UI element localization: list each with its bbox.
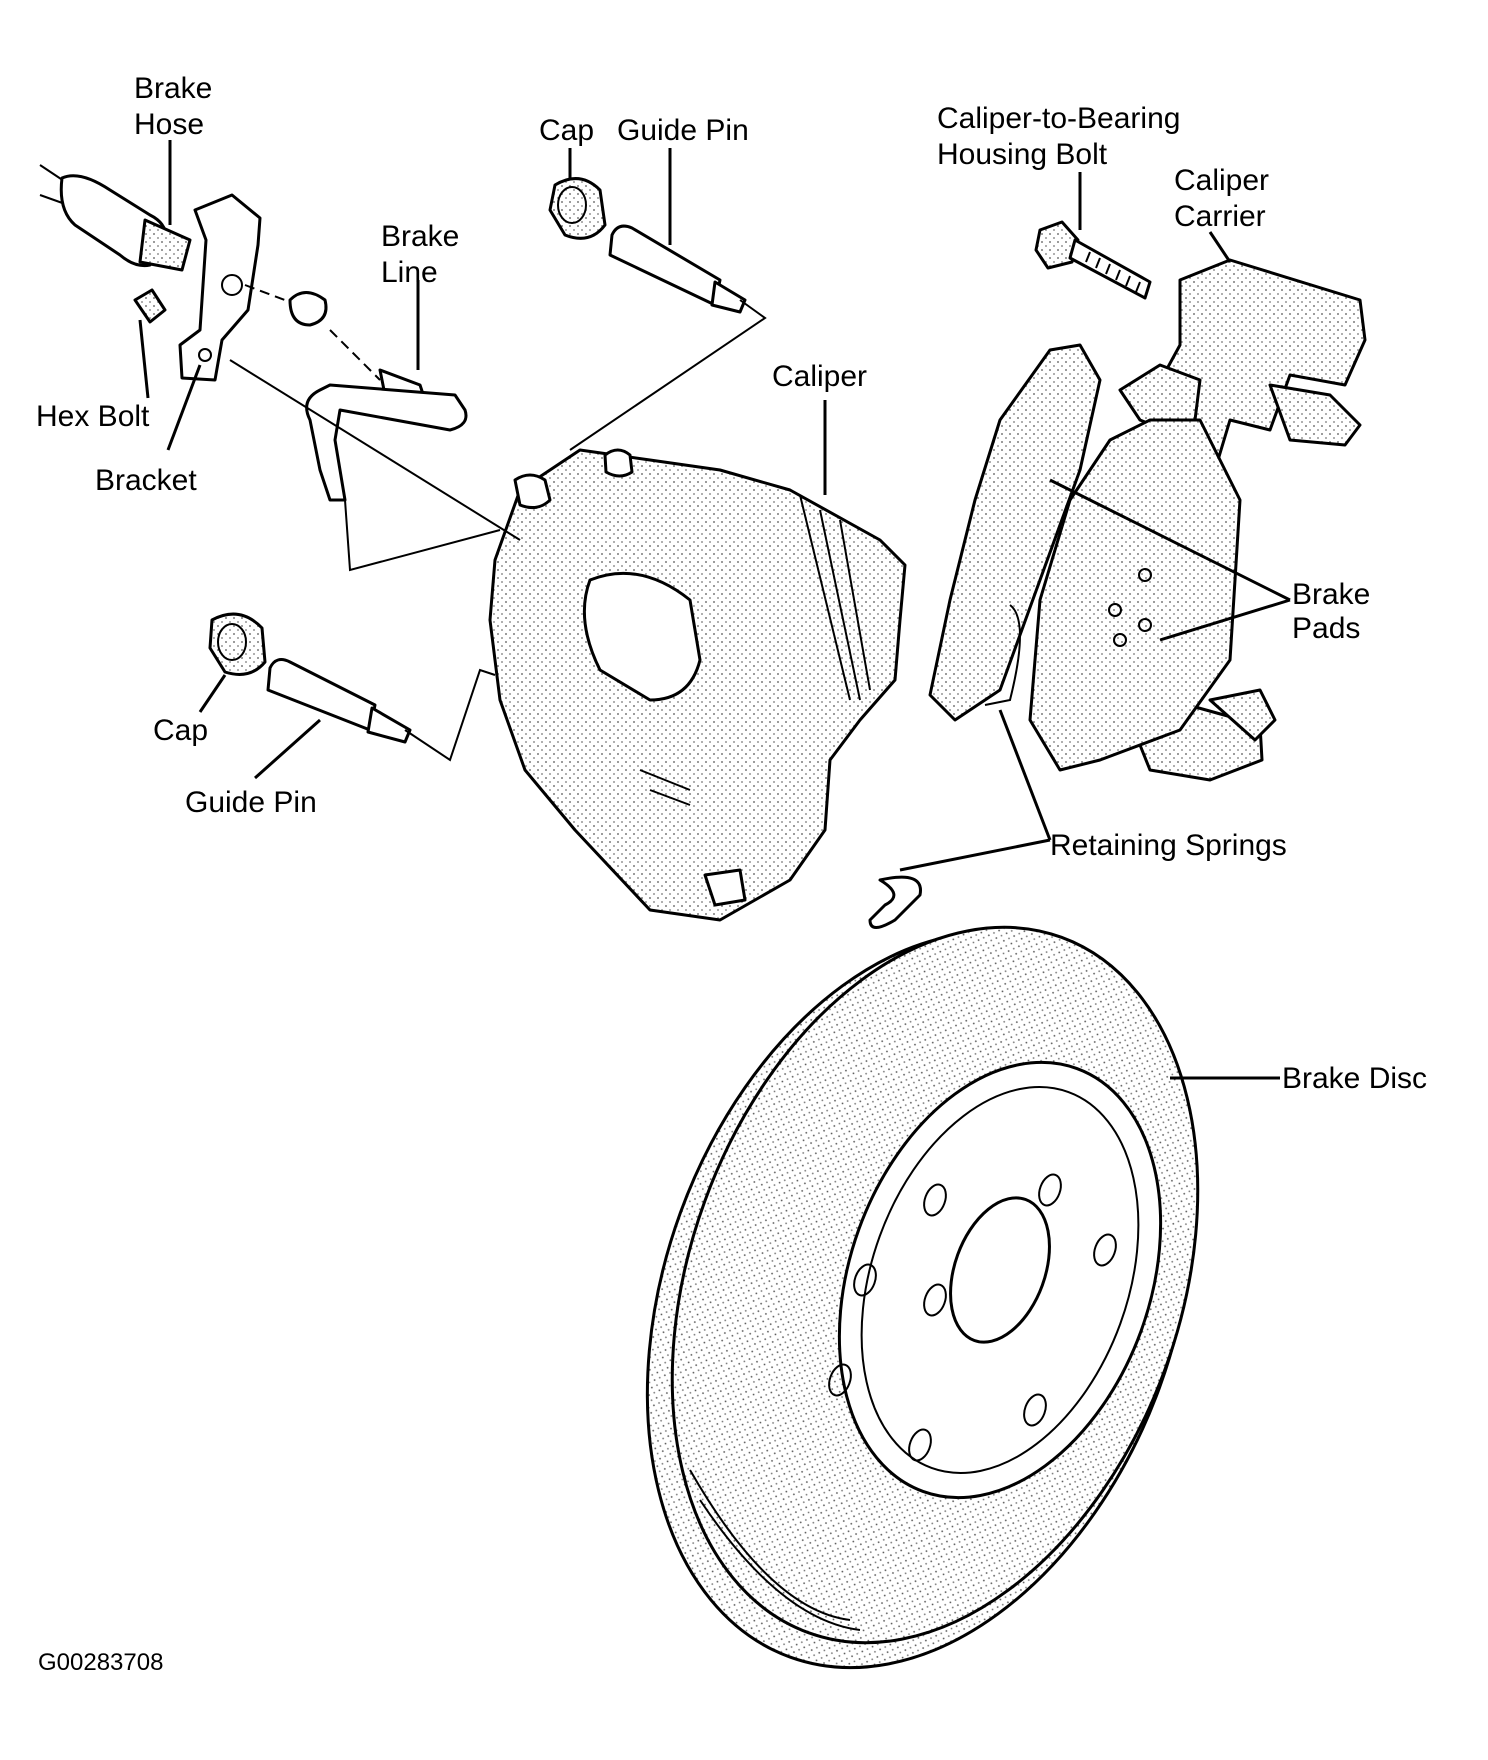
label-caliper: Caliper [772,360,867,393]
label-guide-pin-bottom: Guide Pin [185,786,317,819]
retaining-spring-part [868,875,922,929]
label-brake-hose-line1: Brake [134,72,212,105]
guide-pin-top-part [608,224,747,314]
brake-line-part [244,284,468,502]
labels: Brake Hose Cap Guide Pin Caliper-to-Bear… [36,72,1427,1676]
label-bracket: Bracket [95,464,197,497]
label-retaining-springs: Retaining Springs [1050,829,1287,862]
label-hex-bolt: Hex Bolt [36,400,150,433]
guide-pin-bottom-part [266,658,412,744]
cap-top-part [548,177,607,240]
leader-lines [138,140,1291,1080]
label-guide-pin-top: Guide Pin [617,114,749,147]
label-brake-pads-line2: Pads [1292,612,1360,645]
label-caliper-bolt-line1: Caliper-to-Bearing [937,102,1180,135]
label-brake-line-line1: Brake [381,220,459,253]
caliper-part [488,448,907,922]
brake-pads-part [928,343,1242,772]
figure-code: G00283708 [38,1649,163,1676]
label-brake-line-line2: Line [381,256,438,289]
caliper-bolt-part [1034,220,1152,300]
label-cap-bottom: Cap [153,714,208,747]
brake-hose-part [39,164,192,272]
label-cap-top: Cap [539,114,594,147]
cap-bottom-part [208,612,267,676]
label-brake-disc: Brake Disc [1282,1062,1427,1095]
label-caliper-carrier-line1: Caliper [1174,164,1269,197]
label-brake-pads-line1: Brake [1292,578,1370,611]
brake-disc-part [645,925,1200,1670]
label-caliper-carrier-line2: Carrier [1174,200,1266,233]
bracket-part [133,193,262,382]
label-brake-hose-line2: Hose [134,108,204,141]
label-caliper-bolt-line2: Housing Bolt [937,138,1108,171]
